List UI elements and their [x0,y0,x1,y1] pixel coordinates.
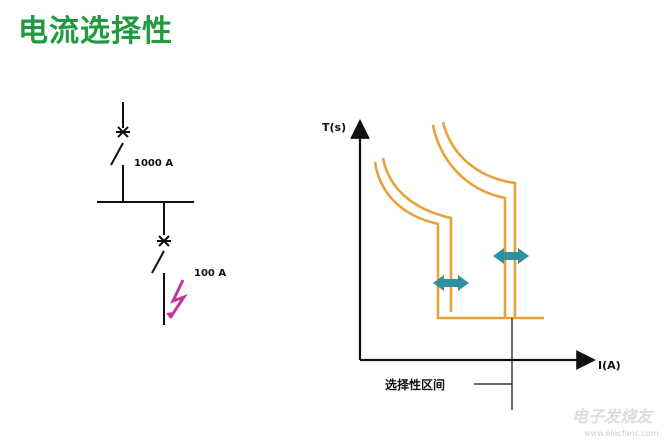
lightning-bolt-icon [166,279,188,319]
t-axis-label: T(s) [322,121,346,134]
upstream-breaker-blade [110,142,124,166]
watermark-site: www.elecfans.com [584,429,659,438]
downstream-rating-label: 100 A [194,268,226,279]
double-arrow-icon [493,248,529,264]
i-axis-label: I(A) [598,359,621,372]
time-current-plot: T(s) I(A) 选择性区间 [322,119,621,410]
watermark-brand: 电子发烧友 [572,407,655,426]
watermark: 电子发烧友 www.elecfans.com [572,407,659,438]
downstream-trip-curve [373,157,544,320]
upstream-rating-label: 1000 A [134,158,173,169]
upstream-breaker-x-mark [116,126,130,138]
selectivity-zone-label: 选择性区间 [385,377,445,392]
upstream-trip-curve [431,121,517,318]
double-arrow-icon [433,275,469,291]
downstream-breaker-x-mark [157,235,171,247]
downstream-breaker-blade [151,250,165,274]
circuit-diagram [97,102,194,325]
page-title: 电流选择性 [18,14,173,49]
